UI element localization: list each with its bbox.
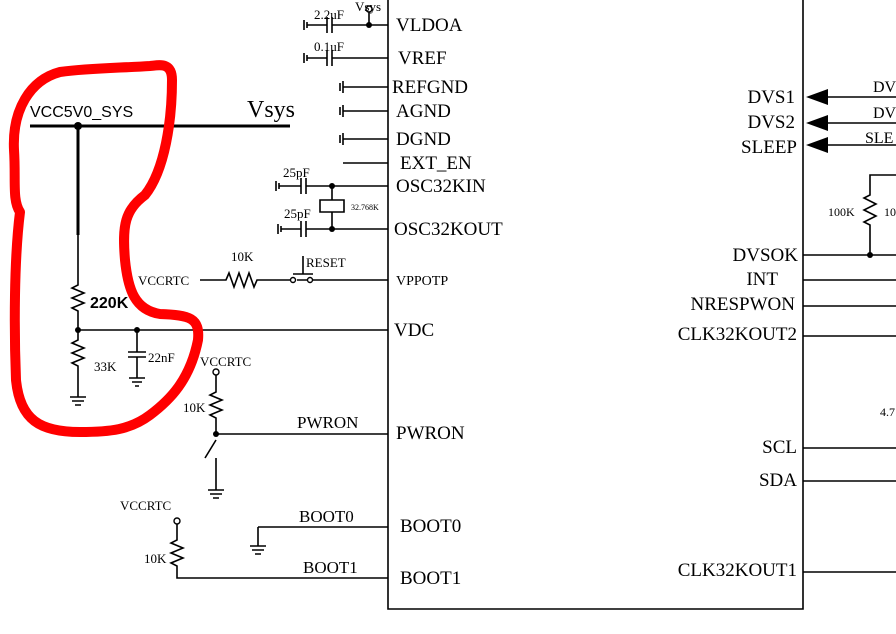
net-sleep-partial: SLE xyxy=(865,130,893,147)
right-wires xyxy=(803,96,896,573)
net-dvs1-partial: DV xyxy=(873,79,896,96)
vsys-pin-label: Vsys xyxy=(355,0,381,14)
r47-partial-label: 4.7 xyxy=(880,405,895,419)
pin-vppotp: VPPOTP xyxy=(396,274,448,289)
r-pwron-label: 10K xyxy=(183,400,206,415)
r-dvsok-label: 100K xyxy=(828,205,855,219)
r-partial-label: 10 xyxy=(884,205,896,219)
pin-dvsok: DVSOK xyxy=(733,245,799,266)
pin-refgnd: REFGND xyxy=(392,77,468,98)
cap-label: 22nF xyxy=(148,350,175,365)
r-bottom-label: 33K xyxy=(94,359,117,374)
pin-dvs1: DVS1 xyxy=(747,87,795,108)
crystal-label: 32.768K xyxy=(351,203,379,212)
pin-ext-en: EXT_EN xyxy=(400,153,472,174)
pin-agnd: AGND xyxy=(396,101,451,122)
left-wires xyxy=(69,12,388,579)
junction-dots xyxy=(74,22,372,437)
pin-vref: VREF xyxy=(398,48,447,69)
pin-sleep: SLEEP xyxy=(741,137,797,158)
vccrtc-label-1: VCCRTC xyxy=(138,273,189,288)
c-osc1-label: 25pF xyxy=(283,165,310,180)
vcc5v0-net-label: VCC5V0_SYS xyxy=(30,104,133,121)
r-top-label: 220K xyxy=(90,295,129,312)
pin-osc32kout: OSC32KOUT xyxy=(394,219,503,240)
pin-vdc: VDC xyxy=(394,320,434,341)
net-boot0: BOOT0 xyxy=(299,507,354,526)
c-vref-label: 0.1uF xyxy=(314,39,344,54)
r-reset-label: 10K xyxy=(231,249,254,264)
reset-button-label: RESET xyxy=(306,255,346,270)
pin-scl: SCL xyxy=(762,437,797,458)
ic-body xyxy=(387,0,804,610)
c-osc2-label: 25pF xyxy=(284,206,311,221)
net-pwron: PWRON xyxy=(297,413,358,432)
c-vldoa-label: 2.2uF xyxy=(314,7,344,22)
pin-osc32kin: OSC32KIN xyxy=(396,176,486,197)
pin-clk32kout1: CLK32KOUT1 xyxy=(678,560,797,581)
vsys-net-label: Vsys xyxy=(247,97,295,123)
terminals xyxy=(173,5,373,525)
vccrtc-label-3: VCCRTC xyxy=(120,498,171,513)
pin-sda: SDA xyxy=(759,470,797,491)
pin-int: INT xyxy=(746,269,778,290)
pin-dvs2: DVS2 xyxy=(747,112,795,133)
pin-vldoa: VLDOA xyxy=(396,15,463,36)
pin-pwron: PWRON xyxy=(396,423,465,444)
pin-boot0: BOOT0 xyxy=(400,516,461,537)
net-dvs2-partial: DV xyxy=(873,105,896,122)
pin-nrespwon: NRESPWON xyxy=(690,294,795,315)
red-highlight-outline xyxy=(8,60,204,437)
pin-clk32kout2: CLK32KOUT2 xyxy=(678,324,797,345)
r-boot1-label: 10K xyxy=(144,551,167,566)
pin-dgnd: DGND xyxy=(396,129,451,150)
pin-boot1: BOOT1 xyxy=(400,568,461,589)
input-arrows xyxy=(806,89,873,258)
net-boot1: BOOT1 xyxy=(303,558,358,577)
vccrtc-label-2: VCCRTC xyxy=(200,354,251,369)
